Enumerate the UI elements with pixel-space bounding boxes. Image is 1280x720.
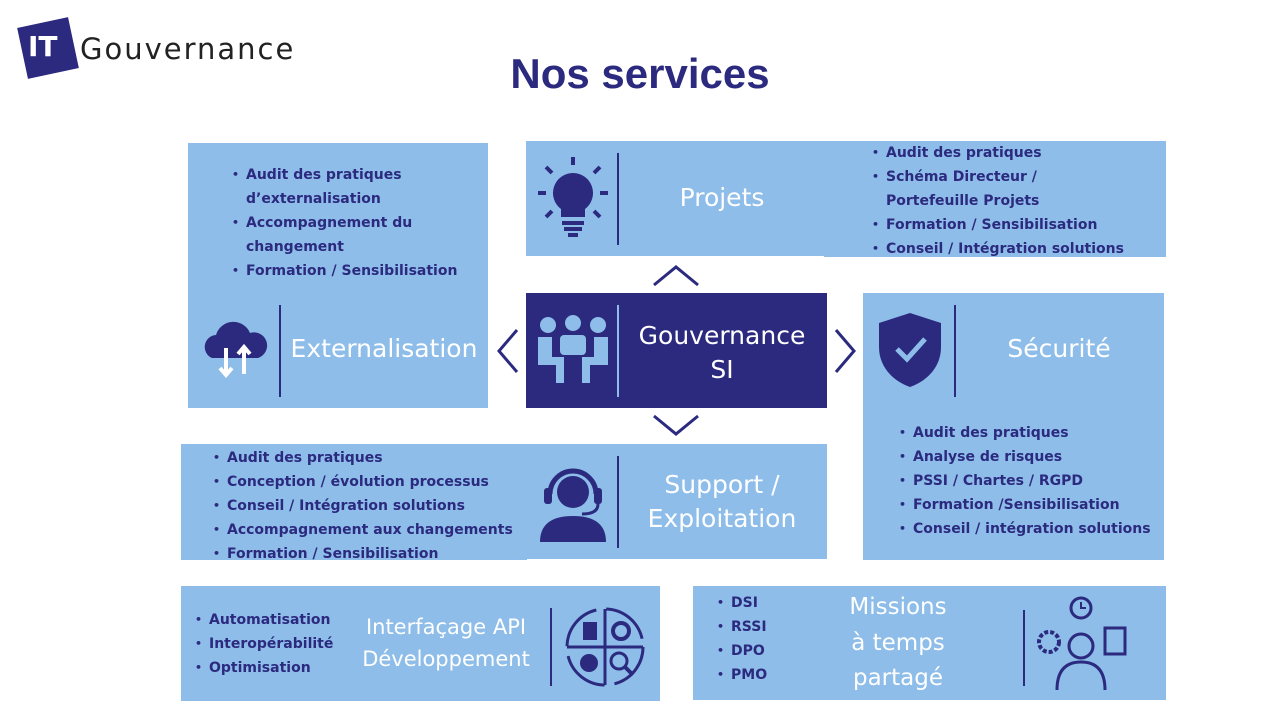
list-item: Audit des pratiques d’externalisation <box>228 163 428 211</box>
support-card[interactable]: Support / Exploitation <box>526 444 827 559</box>
list-item: Formation /Sensibilisation <box>895 493 1164 517</box>
logo: IT Gouvernance <box>17 17 308 80</box>
list-item: Schéma Directeur / Portefeuille Projets <box>868 165 1118 213</box>
list-item: Conception / évolution processus <box>209 470 527 494</box>
developpement-title: Développement <box>362 647 530 671</box>
list-item: Interopérabilité <box>191 632 333 656</box>
projets-card[interactable]: Projets <box>526 141 826 256</box>
cloud-upload-download-icon <box>204 321 268 379</box>
chevron-right-icon <box>834 329 856 373</box>
logo-name: Gouvernance <box>80 32 296 66</box>
si-title: SI <box>710 355 734 384</box>
missions-title-line3: partagé <box>852 665 943 691</box>
externalisation-title: Externalisation <box>290 334 478 363</box>
exploitation-title: Exploitation <box>647 504 797 533</box>
page-title: Nos services <box>510 50 770 97</box>
list-item: DSI <box>713 591 767 615</box>
list-item: Optimisation <box>191 656 333 680</box>
support-title: Support / <box>664 470 780 499</box>
process-cycle-icon <box>565 607 645 687</box>
list-item: Automatisation <box>191 608 333 632</box>
securite-card[interactable]: Sécurité <box>863 293 1164 408</box>
externalisation-card[interactable]: Externalisation <box>188 293 488 408</box>
list-item: PMO <box>713 663 767 687</box>
chevron-down-icon <box>653 414 699 436</box>
list-item: Audit des pratiques <box>209 446 527 470</box>
chevron-left-icon <box>497 329 519 373</box>
missions-card[interactable]: DSI RSSI DPO PMO Missions à temps partag… <box>693 586 1166 700</box>
list-item: RSSI <box>713 615 767 639</box>
headset-agent-icon <box>540 468 606 542</box>
list-item: Audit des pratiques <box>895 421 1164 445</box>
projets-title: Projets <box>679 183 765 212</box>
list-item: Formation / Sensibilisation <box>228 259 488 283</box>
list-item: Conseil / Intégration solutions <box>209 494 527 518</box>
person-clock-gear-icon <box>1037 596 1127 691</box>
gouvernance-si-card[interactable]: Gouvernance SI <box>526 293 827 408</box>
list-item: Analyse de risques <box>895 445 1164 469</box>
list-item: Accompagnement du changement <box>228 211 428 259</box>
securite-details: Audit des pratiques Analyse de risques P… <box>863 407 1164 560</box>
list-item: Conseil / intégration solutions <box>895 517 1164 541</box>
list-item: Conseil / Intégration solutions <box>868 237 1166 261</box>
list-item: Formation / Sensibilisation <box>209 542 527 566</box>
lightbulb-icon <box>538 157 608 237</box>
gouvernance-title: Gouvernance <box>638 321 806 350</box>
list-item: Audit des pratiques <box>868 141 1166 165</box>
securite-title: Sécurité <box>1007 334 1111 363</box>
missions-title-line2: à temps <box>851 630 945 656</box>
externalisation-details: Audit des pratiques d’externalisation Ac… <box>188 143 488 295</box>
chevron-up-icon <box>653 265 699 287</box>
missions-title: Missions <box>849 594 947 620</box>
support-details: Audit des pratiques Conception / évoluti… <box>181 444 527 566</box>
list-item: Formation / Sensibilisation <box>868 213 1166 237</box>
interfacage-card[interactable]: Automatisation Interopérabilité Optimisa… <box>181 586 660 701</box>
logo-badge-text: IT <box>28 30 58 63</box>
list-item: DPO <box>713 639 767 663</box>
shield-check-icon <box>879 313 941 387</box>
list-item: PSSI / Chartes / RGPD <box>895 469 1164 493</box>
projets-details: Audit des pratiques Schéma Directeur / P… <box>824 141 1166 261</box>
list-item: Accompagnement aux changements <box>209 518 527 542</box>
interfacage-title: Interfaçage API <box>365 615 527 639</box>
meeting-people-icon <box>538 315 608 383</box>
